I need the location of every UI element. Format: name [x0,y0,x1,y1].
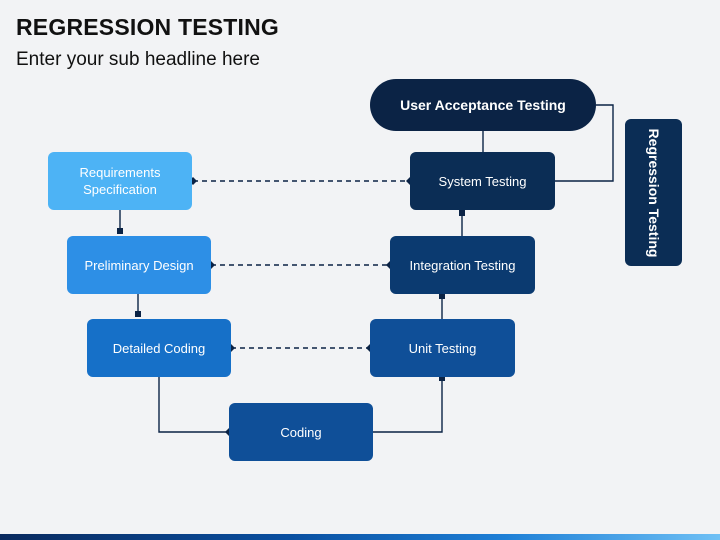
node-integration-testing: Integration Testing [390,236,535,294]
node-user-acceptance-testing: User Acceptance Testing [370,79,596,131]
node-system-testing: System Testing [410,152,555,210]
end-marker [459,210,465,216]
node-label: Coding [280,424,322,440]
node-label: Integration Testing [409,257,516,273]
node-label: System Testing [438,173,527,189]
node-preliminary-design: Preliminary Design [67,236,211,294]
node-unit-testing: Unit Testing [370,319,515,377]
page-subtitle: Enter your sub headline here [16,49,260,70]
page-title: REGRESSION TESTING [16,14,280,40]
node-requirements-specification: Requirements Specification [48,152,192,210]
regression-label: Regression Testing [645,128,662,257]
link-coding-unit [373,380,443,433]
bottom-accent-bar [0,534,720,540]
node-label: Requirements Specification [79,165,161,197]
node-label: User Acceptance Testing [400,97,566,113]
end-marker [439,293,445,299]
node-detailed-coding: Detailed Coding [87,319,231,377]
end-marker [439,375,445,381]
end-marker [135,311,141,317]
link-regression-bracket [555,104,614,182]
link-detailed-coding [158,377,229,433]
node-label: Detailed Coding [112,340,206,356]
node-coding: Coding [229,403,373,461]
node-label: Unit Testing [408,340,477,356]
node-label: Preliminary Design [84,257,194,273]
regression-testing-bar: Regression Testing [625,119,682,266]
end-marker [117,228,123,234]
